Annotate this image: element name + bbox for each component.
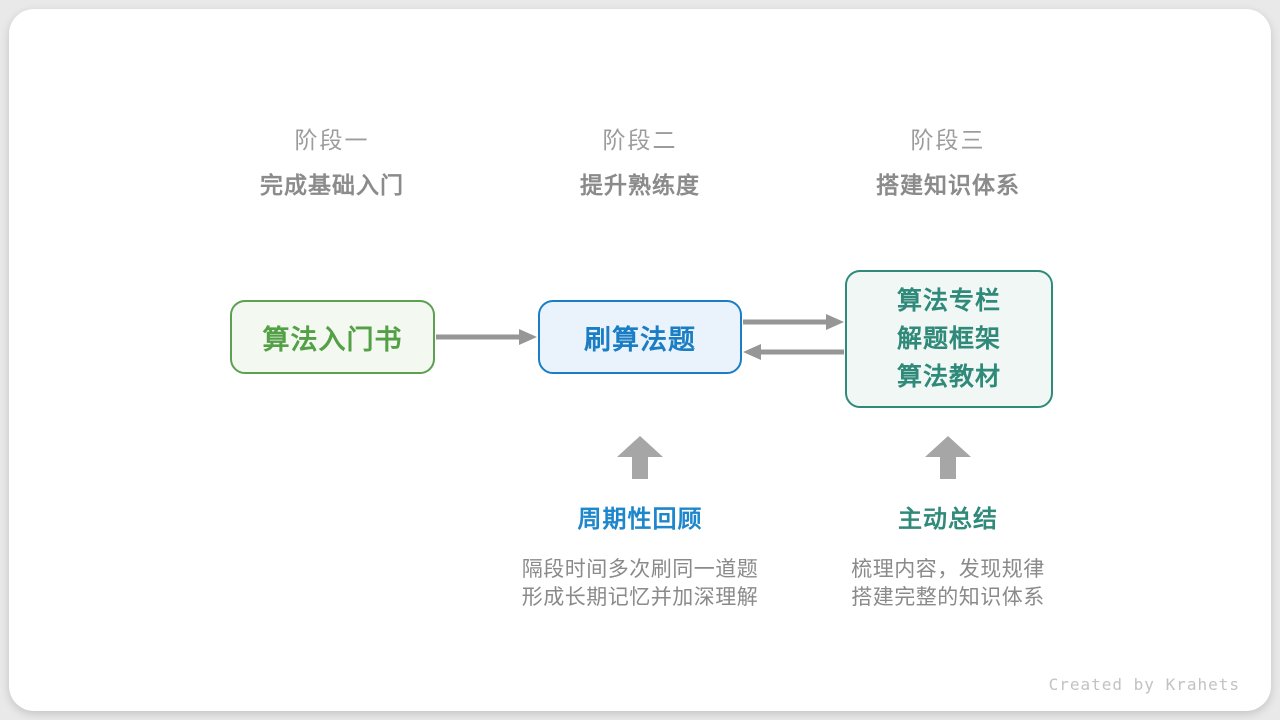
- node-knowledge-line-2: 解题框架: [896, 325, 1001, 353]
- node-knowledge: 算法专栏 解题框架 算法教材: [845, 270, 1053, 408]
- annotation-summary-title: 主动总结: [898, 506, 998, 533]
- annotation-summary: 主动总结 梳理内容，发现规律 搭建完整的知识体系: [778, 506, 1118, 612]
- node-practice: 刷算法题: [538, 300, 742, 374]
- stage-2-header: 阶段二 提升熟练度: [480, 127, 800, 198]
- stage-2-subtitle: 提升熟练度: [580, 172, 700, 198]
- annotation-summary-description: 梳理内容，发现规律 搭建完整的知识体系: [778, 556, 1118, 612]
- annotation-review-description: 隔段时间多次刷同一道题 形成长期记忆并加深理解: [470, 556, 810, 612]
- arrow-intro-to-practice-icon: [436, 329, 537, 345]
- up-arrow-summary-icon: [925, 436, 971, 479]
- stage-1-header: 阶段一 完成基础入门: [172, 127, 492, 198]
- up-arrow-review-icon: [617, 436, 663, 479]
- node-intro-book: 算法入门书: [230, 300, 435, 374]
- credit-text: Created by Krahets: [1048, 675, 1240, 694]
- node-intro-book-label: 算法入门书: [262, 324, 403, 355]
- stage-2-label: 阶段二: [602, 127, 678, 153]
- annotation-review-line-1: 隔段时间多次刷同一道题: [521, 558, 759, 581]
- node-knowledge-line-3: 算法教材: [896, 363, 1001, 391]
- annotation-review: 周期性回顾 隔段时间多次刷同一道题 形成长期记忆并加深理解: [470, 506, 810, 612]
- stage-3-label: 阶段三: [910, 127, 986, 153]
- stage-3-header: 阶段三 搭建知识体系: [788, 127, 1108, 198]
- node-knowledge-line-1: 算法专栏: [896, 287, 1001, 315]
- node-practice-label: 刷算法题: [584, 324, 696, 355]
- annotation-review-line-2: 形成长期记忆并加深理解: [521, 586, 759, 609]
- annotation-review-title: 周期性回顾: [577, 506, 703, 533]
- stage-3-subtitle: 搭建知识体系: [876, 172, 1020, 198]
- annotation-summary-line-2: 搭建完整的知识体系: [851, 586, 1045, 609]
- arrow-practice-to-knowledge-icon: [743, 314, 844, 330]
- annotation-summary-line-1: 梳理内容，发现规律: [851, 558, 1045, 581]
- stage-1-subtitle: 完成基础入门: [260, 172, 404, 198]
- stage-1-label: 阶段一: [294, 127, 370, 153]
- arrow-knowledge-to-practice-icon: [743, 344, 844, 360]
